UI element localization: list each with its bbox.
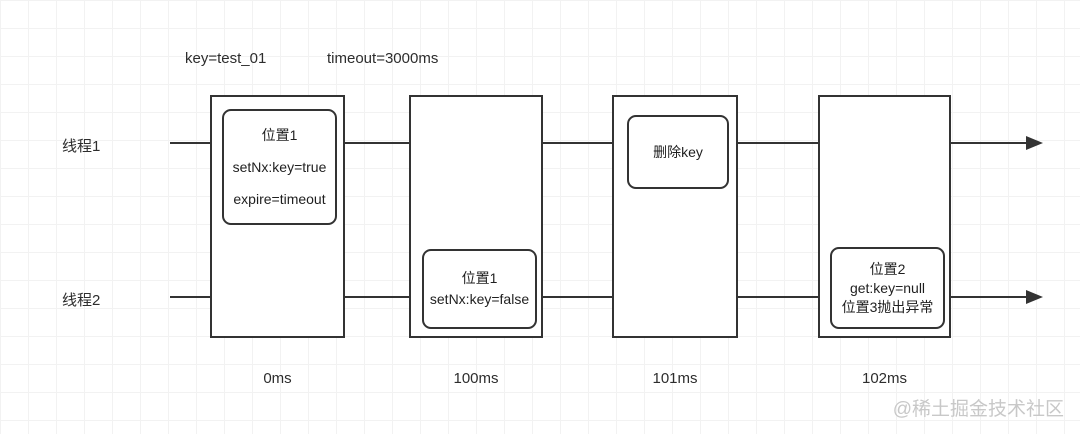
step-box-102ms: 位置2 get:key=null 位置3抛出异常 bbox=[818, 95, 951, 338]
thread2-label: 线程2 bbox=[62, 292, 101, 309]
step-box-0ms: 位置1 setNx:key=true expire=timeout bbox=[210, 95, 345, 338]
note-delete-key: 删除key bbox=[627, 115, 729, 189]
thread2-arrowhead-icon bbox=[1026, 290, 1043, 304]
note-line: expire=timeout bbox=[233, 191, 326, 207]
param-timeout-label: timeout=3000ms bbox=[327, 50, 439, 67]
param-key-label: key=test_01 bbox=[185, 50, 267, 67]
note-setnx-true: 位置1 setNx:key=true expire=timeout bbox=[222, 109, 337, 225]
note-line: 删除key bbox=[653, 144, 703, 160]
time-label-0ms: 0ms bbox=[263, 370, 292, 387]
note-setnx-false: 位置1 setNx:key=false bbox=[422, 249, 537, 329]
thread2-timeline bbox=[170, 296, 1027, 298]
watermark-text: @稀土掘金技术社区 bbox=[892, 399, 1064, 420]
thread1-label: 线程1 bbox=[62, 138, 101, 155]
thread1-timeline bbox=[170, 142, 1027, 144]
note-line: 位置3抛出异常 bbox=[841, 298, 934, 315]
time-label-100ms: 100ms bbox=[453, 370, 499, 387]
note-line: get:key=null bbox=[849, 279, 926, 296]
note-get-null-exception: 位置2 get:key=null 位置3抛出异常 bbox=[830, 247, 945, 329]
note-line: setNx:key=false bbox=[429, 291, 530, 307]
time-label-101ms: 101ms bbox=[652, 370, 698, 387]
note-line: 位置2 bbox=[869, 260, 906, 277]
step-box-100ms: 位置1 setNx:key=false bbox=[409, 95, 543, 338]
note-line: 位置1 bbox=[461, 270, 498, 286]
step-box-101ms: 删除key bbox=[612, 95, 738, 338]
note-line: 位置1 bbox=[261, 127, 298, 143]
note-line: setNx:key=true bbox=[232, 159, 327, 175]
time-label-102ms: 102ms bbox=[861, 370, 908, 387]
thread1-arrowhead-icon bbox=[1026, 136, 1043, 150]
